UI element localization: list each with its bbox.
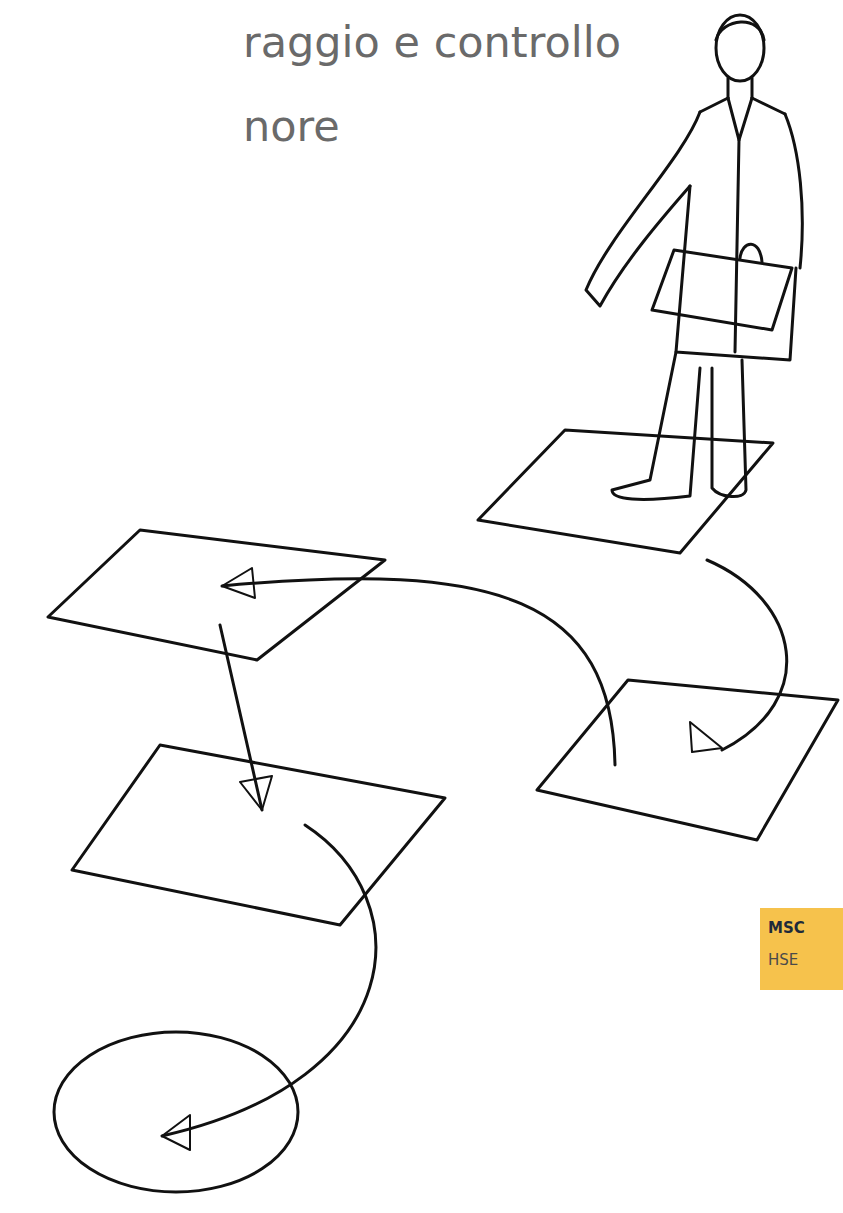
arrow-head bbox=[222, 568, 255, 598]
man-figure bbox=[586, 15, 802, 499]
arrow-head bbox=[240, 776, 272, 810]
floor-square bbox=[537, 680, 838, 840]
arrow-head bbox=[162, 1115, 190, 1150]
floor-square bbox=[478, 430, 773, 553]
floor-square bbox=[72, 745, 445, 925]
floor-square bbox=[48, 530, 385, 660]
label-box: MSC HSE bbox=[760, 908, 843, 990]
path-arrow bbox=[222, 579, 615, 765]
goal-circle bbox=[54, 1032, 298, 1192]
path-arrow bbox=[162, 825, 376, 1136]
path-arrow bbox=[707, 560, 787, 750]
box-text: HSE bbox=[768, 950, 843, 970]
page-title: raggio e controllo nore bbox=[243, 0, 683, 168]
arrow-head bbox=[690, 722, 722, 752]
box-heading: MSC bbox=[768, 918, 843, 938]
